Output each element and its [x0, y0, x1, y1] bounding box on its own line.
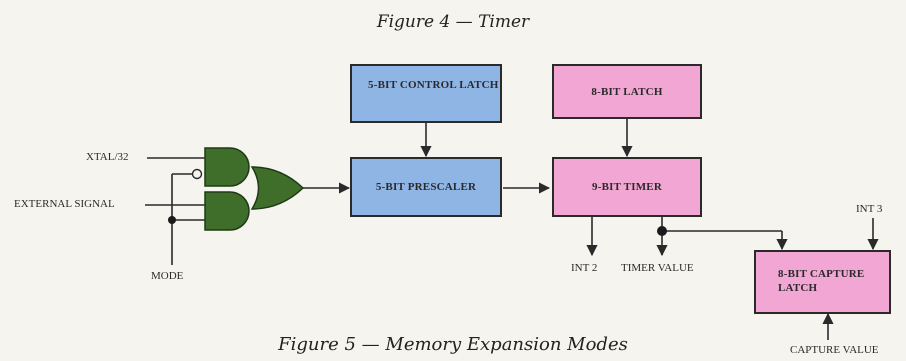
timer-value-junction-dot [657, 226, 667, 236]
external-signal-label: EXTERNAL SIGNAL [14, 198, 115, 210]
int2-label: INT 2 [571, 262, 598, 274]
int3-label: INT 3 [856, 203, 883, 215]
mode-label: MODE [151, 270, 184, 282]
figure-4-title: Figure 4 — Timer [376, 12, 530, 32]
or-gate [250, 166, 305, 210]
capture-latch-block: 8-BIT CAPTURE LATCH [754, 250, 891, 314]
capture-value-label: CAPTURE VALUE [790, 344, 879, 356]
prescaler-block: 5-BIT PRESCALER [350, 157, 502, 217]
xtal-label: XTAL/32 [86, 151, 129, 163]
inverter-bubble [191, 168, 203, 180]
control-latch-block: 5-BIT CONTROL LATCH [350, 64, 502, 123]
timer-9bit-block: 9-BIT TIMER [552, 157, 702, 217]
figure-5-title: Figure 5 — Memory Expansion Modes [278, 334, 628, 355]
and-gate-lower [204, 191, 250, 231]
timer-value-label: TIMER VALUE [621, 262, 694, 274]
mode-junction-dot [168, 216, 176, 224]
latch-8bit-block: 8-BIT LATCH [552, 64, 702, 119]
and-gate-upper [204, 147, 250, 187]
